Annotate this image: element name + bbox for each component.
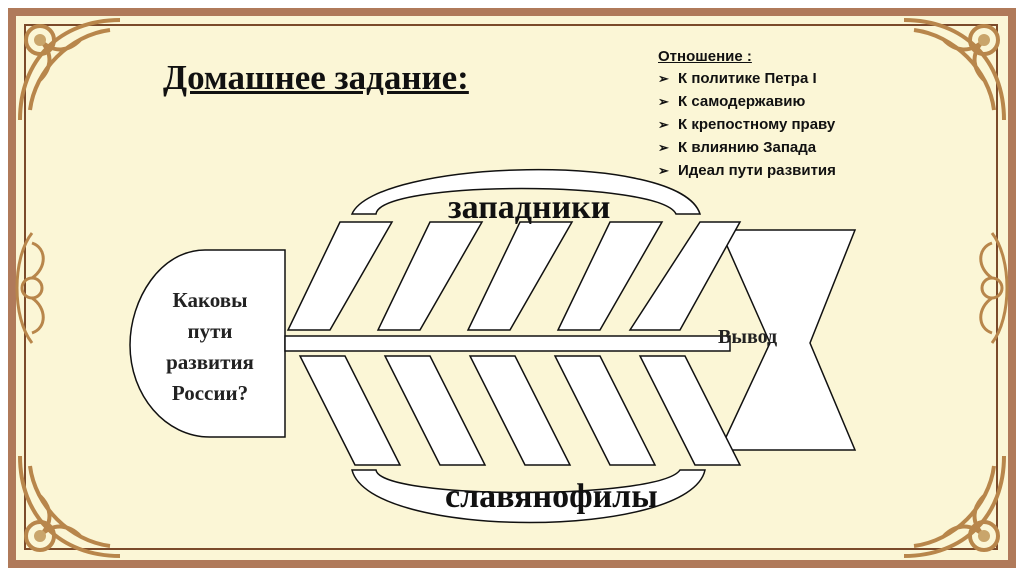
page-title: Домашнее задание: xyxy=(163,58,469,97)
head-line: развития xyxy=(166,350,254,374)
fish-head-shape xyxy=(129,249,286,438)
upper-bone-3 xyxy=(466,221,574,331)
lower-bone-2 xyxy=(383,355,487,466)
fish-head-question: Каковы пути развития России? xyxy=(150,285,270,409)
relation-list: Отношение : ➢ К политике Петра I ➢ К самод… xyxy=(658,48,836,182)
arrow-bullet-icon: ➢ xyxy=(658,117,669,132)
arrow-bullet-icon: ➢ xyxy=(658,140,669,155)
conclusion-label: Вывод xyxy=(718,326,778,348)
list-item: ➢ К влиянию Запада xyxy=(658,136,836,159)
upper-bone-2 xyxy=(376,221,484,331)
list-item-label: К влиянию Запада xyxy=(678,139,817,156)
slavophiles-label: славянофилы xyxy=(445,478,658,515)
ornament-bottom-left-icon xyxy=(18,455,121,558)
lower-bone-4 xyxy=(553,355,657,466)
list-item-label: К самодержавию xyxy=(678,93,806,110)
head-line: пути xyxy=(187,319,233,343)
list-item: ➢ К самодержавию xyxy=(658,90,836,113)
lower-bone-3 xyxy=(468,355,572,466)
list-item: ➢ Идеал пути развития xyxy=(658,159,836,182)
arrow-bullet-icon: ➢ xyxy=(658,71,669,86)
upper-bone-5 xyxy=(628,221,742,331)
upper-bone-4 xyxy=(556,221,664,331)
lower-bone-5 xyxy=(638,355,742,466)
lower-bone-1 xyxy=(298,355,402,466)
ornament-left-side-icon xyxy=(15,232,45,344)
fish-tail-shape xyxy=(718,229,857,451)
relation-heading: Отношение : xyxy=(658,48,752,65)
list-item-label: К крепостному праву xyxy=(678,116,836,133)
upper-bone-1 xyxy=(286,221,394,331)
list-item-label: К политике Петра I xyxy=(678,70,817,87)
arrow-bullet-icon: ➢ xyxy=(658,94,669,109)
head-line: Каковы xyxy=(172,288,248,312)
arrow-bullet-icon: ➢ xyxy=(658,163,669,178)
ornament-right-side-icon xyxy=(979,232,1009,344)
frame-border-line xyxy=(24,24,998,550)
list-item: ➢ К крепостному праву xyxy=(658,113,836,136)
ornament-top-right-icon xyxy=(903,18,1006,121)
fish-spine-shape xyxy=(284,335,731,352)
head-line: России? xyxy=(171,381,249,405)
westernizers-label: западники xyxy=(448,189,611,226)
list-item: ➢ К политике Петра I xyxy=(658,67,836,90)
top-arch-shape xyxy=(350,168,702,215)
ornament-bottom-right-icon xyxy=(903,455,1006,558)
bottom-arch-shape xyxy=(351,469,706,524)
list-item-label: Идеал пути развития xyxy=(678,162,836,179)
ornament-top-left-icon xyxy=(18,18,121,121)
